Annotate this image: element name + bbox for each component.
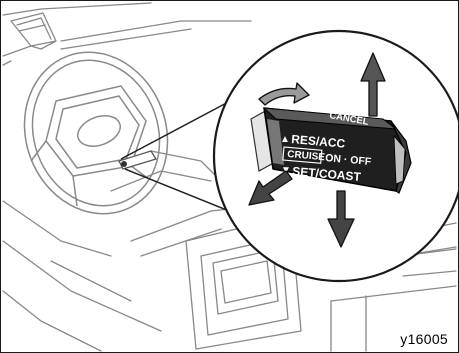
figure-code: y16005 [400,331,448,347]
steering-wheel [2,32,190,234]
res-acc-up-triangle: ▲ [280,134,290,145]
